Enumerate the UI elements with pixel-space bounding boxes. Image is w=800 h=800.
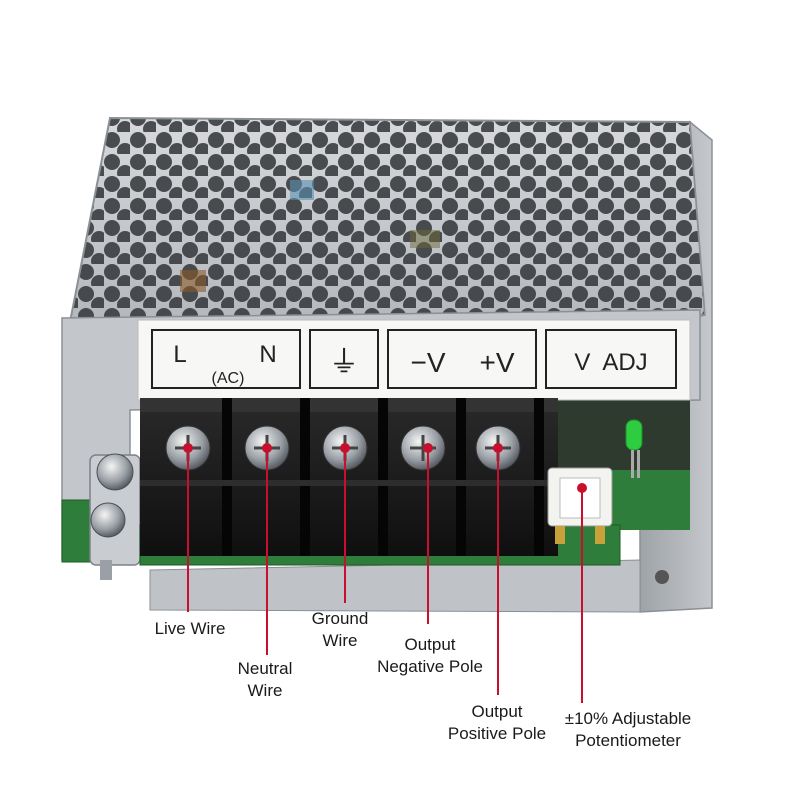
callout-label-ground: Ground Wire <box>311 609 369 650</box>
ac-note-label: (AC) <box>212 370 245 387</box>
callout-label-neutral: Neutral Wire <box>237 659 293 700</box>
pcb-right-board <box>600 470 690 530</box>
ac-l-label: L <box>173 341 186 368</box>
bracket-pin <box>100 560 112 580</box>
led-body <box>625 419 643 451</box>
led-lead <box>631 450 634 478</box>
terminal-screws <box>165 425 521 471</box>
callout-label-positive: Output Positive Pole <box>447 702 547 743</box>
callout-dot-pot <box>577 483 587 493</box>
pos-v-label: +V <box>479 347 514 378</box>
ground-symbol-label: ⏚ <box>329 345 359 380</box>
potentiometer <box>547 467 613 544</box>
bracket-screw-bottom <box>90 502 126 538</box>
callout-label-live: Live Wire <box>154 619 226 638</box>
callout-dot-positive <box>493 443 503 453</box>
callout-dots <box>183 443 587 493</box>
callout-dot-neutral <box>262 443 272 453</box>
bracket-screw-top <box>96 453 134 491</box>
neg-v-label: −V <box>410 347 445 378</box>
terminal-block <box>140 398 558 556</box>
callout-dot-ground <box>340 443 350 453</box>
ac-n-label: N <box>259 341 276 368</box>
case-bottom <box>149 559 641 613</box>
v-adj-label: V ADJ <box>574 349 647 376</box>
callout-label-negative: Output Negative Pole <box>377 635 483 676</box>
callout-dot-negative <box>423 443 433 453</box>
led-lead <box>637 450 640 478</box>
perforated-cover <box>68 116 707 324</box>
callout-label-pot: ±10% Adjustable Potentiometer <box>564 709 692 750</box>
callout-lines <box>187 448 583 703</box>
case-hole <box>655 570 669 584</box>
callout-dot-live <box>183 443 193 453</box>
terminal-label-strip: L N (AC) ⏚ −V +V V ADJ <box>137 319 691 401</box>
